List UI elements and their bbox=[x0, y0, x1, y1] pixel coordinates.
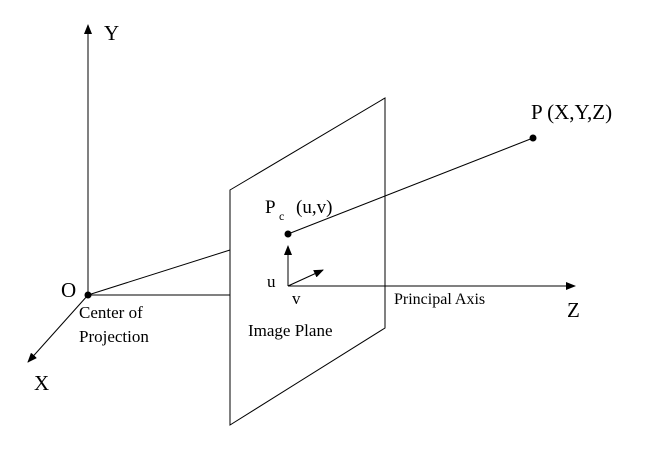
image-point-pc bbox=[284, 230, 292, 238]
v-label: v bbox=[292, 289, 301, 308]
projection-ray-to-point bbox=[287, 137, 534, 235]
point-p-label: P (X,Y,Z) bbox=[531, 100, 612, 124]
v-axis-line bbox=[287, 269, 324, 287]
point-pc-subscript: c bbox=[279, 209, 284, 223]
origin-point bbox=[84, 291, 92, 299]
principal-axis-label: Principal Axis bbox=[394, 291, 485, 308]
point-pc-coords: (u,v) bbox=[296, 197, 332, 218]
origin-label: O bbox=[61, 278, 76, 302]
y-axis-label: Y bbox=[104, 21, 119, 45]
projection-ray-origin bbox=[87, 249, 231, 296]
center-of-projection-line2: Projection bbox=[79, 327, 149, 346]
image-plane bbox=[229, 97, 386, 426]
u-label: u bbox=[267, 272, 276, 291]
x-axis-line bbox=[27, 294, 89, 363]
z-axis-label: Z bbox=[567, 298, 580, 322]
center-of-projection-line1: Center of bbox=[79, 303, 143, 322]
world-point-p bbox=[529, 134, 537, 142]
image-plane-label: Image Plane bbox=[248, 321, 333, 340]
x-axis-label: X bbox=[34, 371, 49, 395]
point-pc-label: P bbox=[265, 197, 276, 218]
